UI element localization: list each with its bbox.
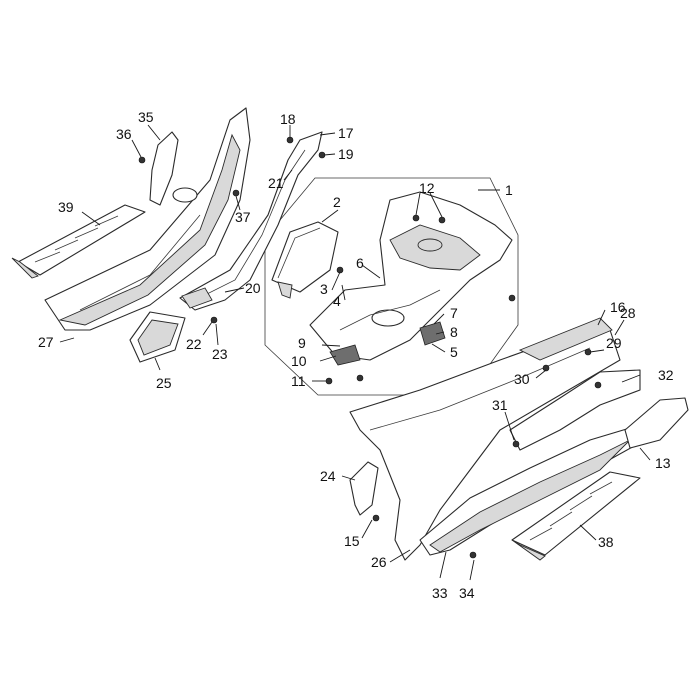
callout-26: 26 <box>371 554 387 570</box>
right-footboard-mat <box>511 471 641 561</box>
callout-34: 34 <box>459 585 475 601</box>
assembly-group-outline <box>264 177 519 396</box>
callout-5: 5 <box>450 344 458 360</box>
callout-1: 1 <box>505 182 513 198</box>
small-bracket <box>349 461 379 516</box>
callout-11: 11 <box>291 373 306 389</box>
callout-33: 33 <box>432 585 448 601</box>
callout-37: 37 <box>235 209 251 225</box>
callout-22: 22 <box>186 336 202 352</box>
fasteners <box>138 136 602 559</box>
left-small-cover <box>149 131 179 206</box>
left-footboard-mat <box>11 204 146 279</box>
callout-17: 17 <box>338 125 354 141</box>
callout-16: 16 <box>610 299 626 315</box>
callout-35: 35 <box>138 109 154 125</box>
callout-9: 9 <box>298 335 306 351</box>
callout-19: 19 <box>338 146 354 162</box>
leader-lines <box>59 124 651 581</box>
callout-6: 6 <box>356 255 364 271</box>
right-oval-cover <box>624 397 689 449</box>
callout-7: 7 <box>450 305 458 321</box>
callout-10: 10 <box>291 353 307 369</box>
callout-23: 23 <box>212 346 228 362</box>
callout-25: 25 <box>156 375 172 391</box>
callout-12: 12 <box>419 180 435 196</box>
right-floor-panel <box>419 369 646 556</box>
callout-38: 38 <box>598 534 614 550</box>
callout-13: 13 <box>655 455 671 471</box>
callout-24: 24 <box>320 468 336 484</box>
callout-8: 8 <box>450 324 458 340</box>
central-frame-assembly <box>309 191 513 366</box>
callout-31: 31 <box>492 397 508 413</box>
right-side-panel <box>349 317 621 561</box>
callout-32: 32 <box>658 367 674 383</box>
callout-18: 18 <box>280 111 296 127</box>
callout-36: 36 <box>116 126 132 142</box>
callout-27: 27 <box>38 334 54 350</box>
callout-20: 20 <box>245 280 261 296</box>
left-side-panel <box>44 107 251 331</box>
callout-28: 28 <box>620 305 636 321</box>
callout-21: 21 <box>268 175 284 191</box>
callout-4: 4 <box>333 293 341 309</box>
callout-2: 2 <box>333 194 341 210</box>
callout-3: 3 <box>320 281 328 297</box>
callout-30: 30 <box>514 371 530 387</box>
callout-39: 39 <box>58 199 74 215</box>
callout-29: 29 <box>606 335 622 351</box>
center-cover <box>271 221 339 299</box>
callout-15: 15 <box>344 533 360 549</box>
inner-cover-panel <box>129 311 186 363</box>
callout-labels: 1 2 3 4 5 6 7 8 9 10 11 12 13 15 16 17 1… <box>38 109 674 601</box>
